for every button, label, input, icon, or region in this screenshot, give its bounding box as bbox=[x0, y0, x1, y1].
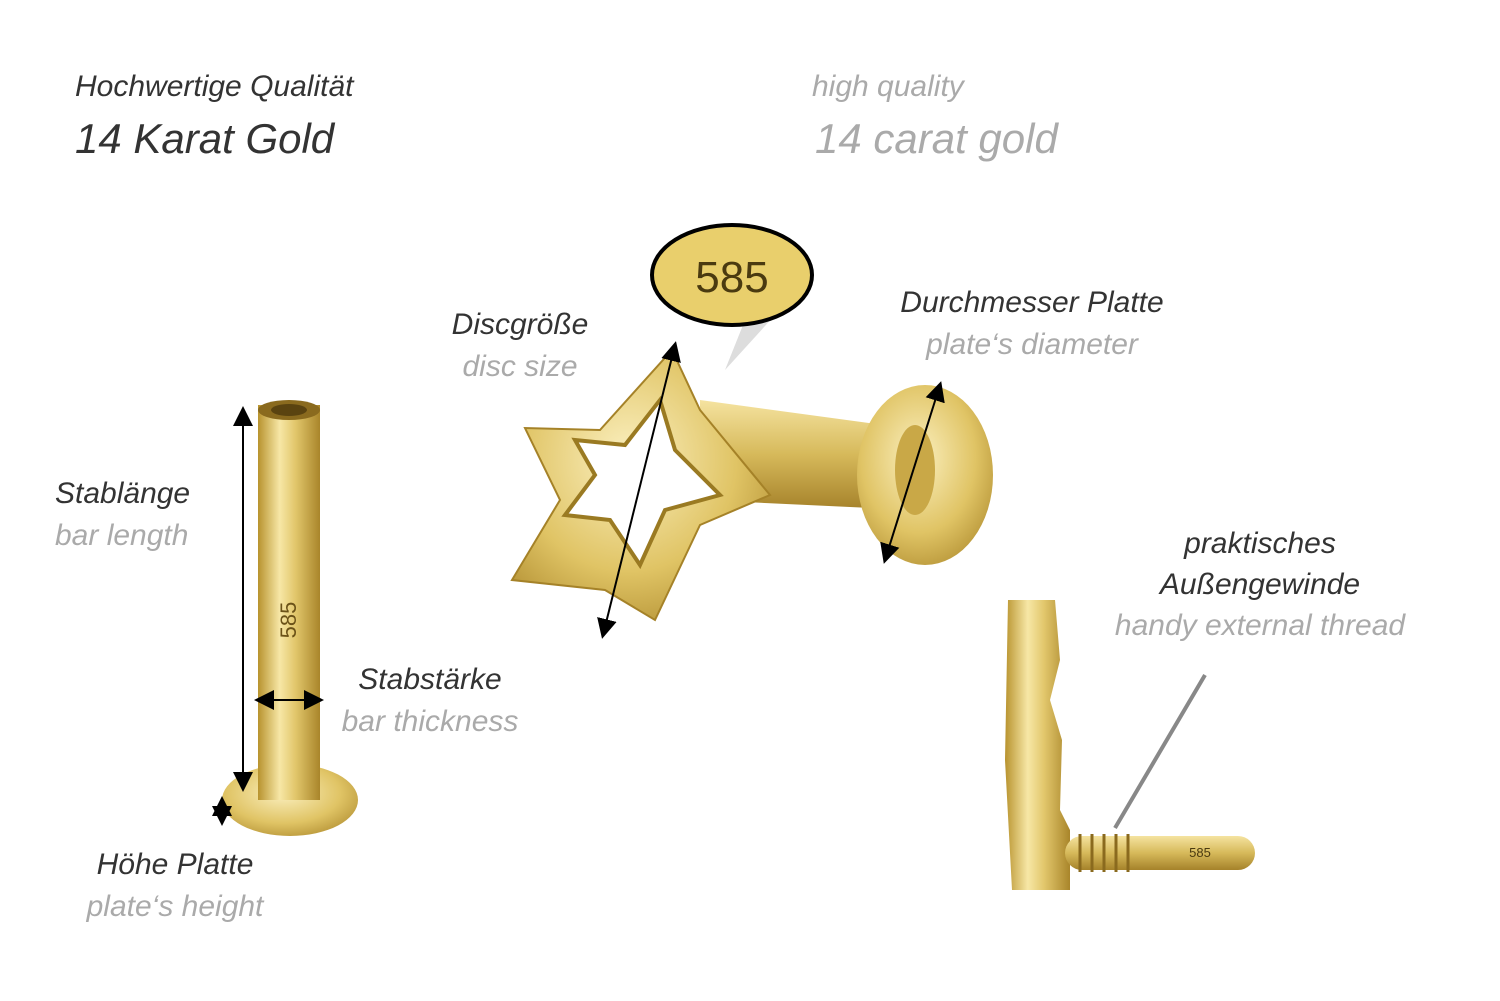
header-de-line2: 14 Karat Gold bbox=[75, 115, 335, 162]
header-en-line1: high quality bbox=[812, 70, 964, 103]
thread-label-de-2: Außengewinde bbox=[1159, 568, 1361, 601]
header-de-line1: Hochwertige Qualität bbox=[75, 70, 354, 103]
plate-height-label-de: Höhe Platte bbox=[96, 848, 254, 881]
labret-bar: 585 bbox=[222, 400, 358, 836]
disc-size-label-en: disc size bbox=[462, 350, 578, 383]
threaded-top: 585 bbox=[1005, 600, 1255, 890]
star-labret bbox=[510, 348, 993, 622]
disc-size-label-de: Discgröße bbox=[451, 308, 589, 341]
header-en-line2: 14 carat gold bbox=[815, 115, 1058, 162]
hallmark-bubble: 585 bbox=[650, 223, 814, 370]
svg-text:585: 585 bbox=[1189, 845, 1211, 860]
bar-length-label-en: bar length bbox=[55, 519, 189, 552]
bar-thickness-label-de: Stabstärke bbox=[358, 663, 502, 696]
plate-diameter-label-en: plate‘s diameter bbox=[926, 328, 1138, 361]
thread-label-en: handy external thread bbox=[1114, 609, 1406, 642]
plate-diameter-arrow bbox=[880, 381, 945, 564]
thread-pointer-line bbox=[1113, 673, 1207, 830]
svg-text:585: 585 bbox=[695, 253, 768, 302]
disc-size-arrow bbox=[597, 341, 681, 639]
bar-length-label-de: Stablänge bbox=[55, 477, 191, 510]
bar-thickness-label-en: bar thickness bbox=[341, 705, 519, 738]
plate-height-label-en: plate‘s height bbox=[86, 890, 264, 923]
thread-label-de-1: praktisches bbox=[1184, 527, 1336, 560]
bar-hallmark: 585 bbox=[276, 602, 301, 639]
plate-diameter-label-de: Durchmesser Platte bbox=[900, 286, 1164, 319]
dimension-arrows bbox=[212, 341, 945, 826]
